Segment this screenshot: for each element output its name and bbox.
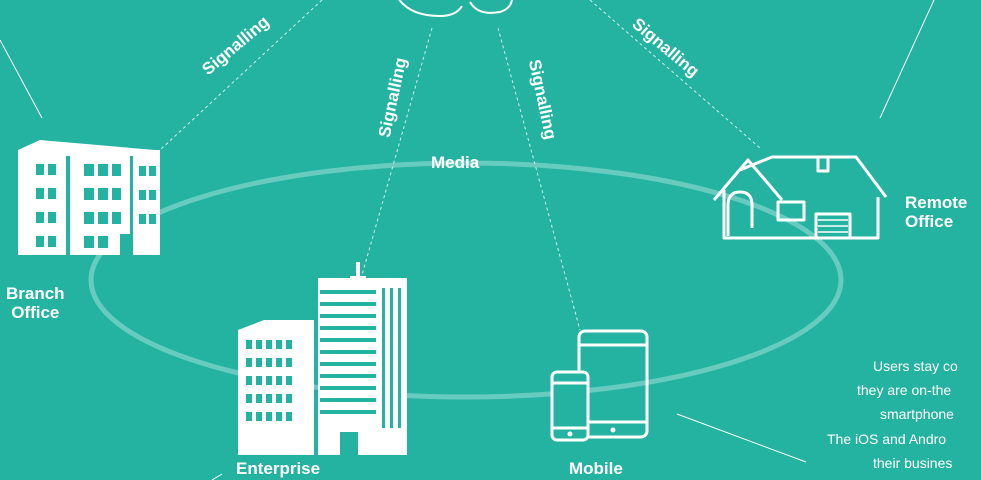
users-note-line-2: they are on-the — [857, 382, 952, 398]
branch-office-label: Branch Office — [6, 284, 65, 322]
callout-lines — [0, 0, 935, 480]
remote-office-label-line1: Remote — [905, 193, 968, 212]
smartphone-icon — [550, 370, 590, 442]
media-label: Media — [431, 153, 480, 172]
branch-office-label-line1: Branch — [6, 284, 65, 303]
remote-office-label: Remote Office — [905, 193, 967, 231]
media-ring — [88, 160, 844, 400]
users-note-line-1: Users stay co — [873, 358, 958, 374]
signalling-lines — [159, 0, 761, 331]
house-icon — [712, 155, 888, 240]
branch-office-building-icon — [18, 140, 160, 255]
users-note-line-3: smartphone — [880, 406, 954, 422]
mobile-label: Mobile — [569, 459, 623, 478]
enterprise-building-icon — [238, 262, 407, 455]
users-note-line-4: The iOS and Andro — [827, 431, 947, 447]
branch-office-label-line2: Office — [11, 303, 60, 322]
users-note-line-5: their busines — [873, 455, 953, 471]
remote-office-label-line2: Office — [905, 212, 954, 231]
enterprise-label: Enterprise — [236, 459, 321, 478]
cloud-icon — [398, 0, 513, 18]
tablet-icon — [577, 329, 649, 439]
